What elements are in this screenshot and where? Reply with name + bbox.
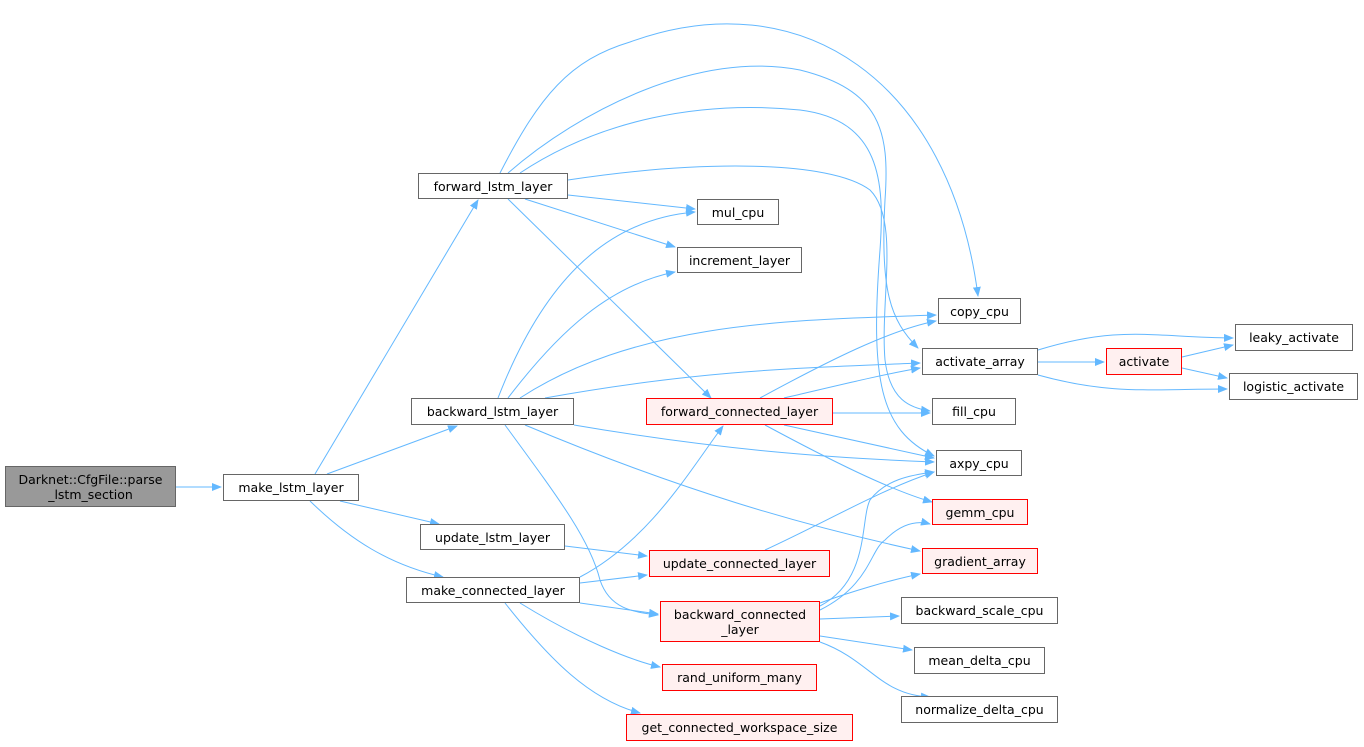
node-make-lstm-layer[interactable]: make_lstm_layer <box>223 474 359 501</box>
edge-forward-lstm-layer-to-fill-cpu <box>567 165 931 414</box>
edge-forward-lstm-layer-to-increment-layer <box>524 198 676 249</box>
node-mean-delta-cpu[interactable]: mean_delta_cpu <box>914 647 1045 674</box>
edge-forward-lstm-layer-to-activate-array <box>507 65 919 349</box>
node-copy-cpu[interactable]: copy_cpu <box>938 298 1021 324</box>
node-get-connected-workspace-size[interactable]: get_connected_workspace_size <box>626 714 853 741</box>
edge-activate-array-to-logistic-activate <box>1037 374 1228 394</box>
edge-make-lstm-layer-to-forward-lstm-layer <box>314 199 479 475</box>
node-gradient-array[interactable]: gradient_array <box>922 548 1038 574</box>
node-backward-scale-cpu[interactable]: backward_scale_cpu <box>901 597 1058 624</box>
edge-make-connected-layer-to-update-connected-layer <box>579 572 648 584</box>
node-parse: Darknet::CfgFile::parse _lstm_section <box>5 466 176 507</box>
node-activate[interactable]: activate <box>1106 348 1182 375</box>
edge-make-lstm-layer-to-make-connected-layer <box>309 500 444 579</box>
edge-forward-connected-layer-to-activate-array <box>783 365 921 399</box>
edge-activate-to-leaky-activate <box>1181 343 1234 358</box>
node-logistic-activate[interactable]: logistic_activate <box>1229 373 1358 400</box>
edge-make-lstm-layer-to-update-lstm-layer <box>339 500 440 526</box>
edge-backward-lstm-layer-to-copy-cpu <box>519 311 937 399</box>
node-normalize-delta-cpu[interactable]: normalize_delta_cpu <box>901 696 1058 723</box>
edge-backward-connected-layer-to-normalize-delta-cpu <box>819 641 931 701</box>
edge-make-connected-layer-to-forward-connected-layer <box>579 425 724 578</box>
node-gemm-cpu[interactable]: gemm_cpu <box>932 499 1028 525</box>
edge-backward-connected-layer-to-axpy-cpu <box>819 469 935 607</box>
edge-make-connected-layer-to-backward-connected-layer <box>579 602 659 617</box>
edge-forward-connected-layer-to-copy-cpu <box>759 318 937 399</box>
edge-backward-lstm-layer-to-axpy-cpu <box>573 424 935 466</box>
edge-forward-lstm-layer-to-copy-cpu <box>499 23 981 297</box>
edge-backward-lstm-layer-to-mul-cpu <box>497 208 696 399</box>
edge-activate-to-logistic-activate <box>1181 367 1228 380</box>
edge-backward-connected-layer-to-gemm-cpu <box>819 517 931 611</box>
edge-activate-array-to-leaky-activate <box>1037 333 1234 351</box>
node-forward-connected-layer[interactable]: forward_connected_layer <box>646 398 833 425</box>
edge-update-lstm-layer-to-update-connected-layer <box>564 545 648 559</box>
node-update-lstm-layer[interactable]: update_lstm_layer <box>420 524 565 550</box>
node-update-connected-layer[interactable]: update_connected_layer <box>649 550 830 577</box>
node-leaky-activate[interactable]: leaky_activate <box>1235 324 1353 351</box>
node-make-connected-layer[interactable]: make_connected_layer <box>406 577 580 603</box>
node-backward-connected-layer[interactable]: backward_connected _layer <box>660 601 820 642</box>
node-fill-cpu[interactable]: fill_cpu <box>932 398 1016 425</box>
node-forward-lstm-layer[interactable]: forward_lstm_layer <box>418 173 568 199</box>
edge-forward-lstm-layer-to-axpy-cpu <box>519 107 935 457</box>
edge-update-connected-layer-to-axpy-cpu <box>764 471 935 551</box>
edge-backward-connected-layer-to-gradient-array <box>819 571 921 604</box>
node-activate-array[interactable]: activate_array <box>922 348 1038 375</box>
edge-make-lstm-layer-to-backward-lstm-layer <box>326 425 458 475</box>
node-increment-layer[interactable]: increment_layer <box>677 247 802 273</box>
edge-backward-lstm-layer-to-gradient-array <box>524 424 921 554</box>
edge-backward-lstm-layer-to-increment-layer <box>507 269 676 399</box>
edge-backward-lstm-layer-to-activate-array <box>544 359 921 399</box>
node-axpy-cpu[interactable]: axpy_cpu <box>936 450 1022 476</box>
edge-forward-connected-layer-to-axpy-cpu <box>783 424 935 460</box>
node-backward-lstm-layer[interactable]: backward_lstm_layer <box>411 398 574 425</box>
edge-forward-lstm-layer-to-mul-cpu <box>567 194 696 212</box>
node-rand-uniform-many[interactable]: rand_uniform_many <box>662 664 817 691</box>
edge-backward-connected-layer-to-backward-scale-cpu <box>819 612 900 621</box>
edge-backward-connected-layer-to-mean-delta-cpu <box>819 635 913 653</box>
edge-forward-connected-layer-to-gemm-cpu <box>764 424 933 504</box>
node-mul-cpu[interactable]: mul_cpu <box>697 199 779 225</box>
edge-make-connected-layer-to-get-connected-workspace-size <box>504 602 641 715</box>
edge-make-connected-layer-to-rand-uniform-many <box>519 602 661 669</box>
